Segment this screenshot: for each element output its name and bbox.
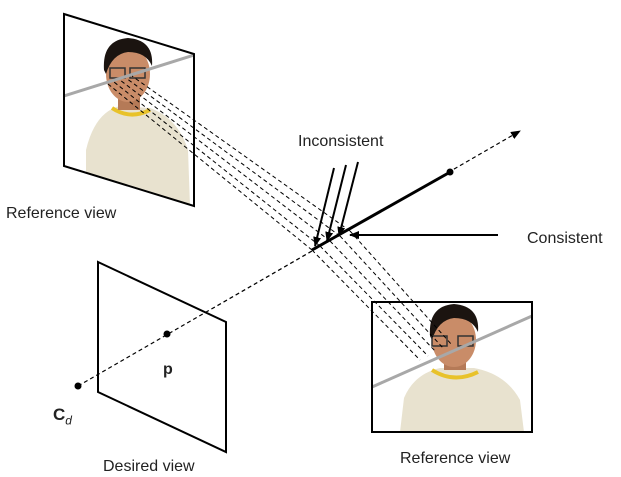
camera-cd-label: Cd (53, 405, 72, 427)
reference-view-bottom-frame (371, 301, 533, 433)
viewing-ray (77, 130, 521, 387)
reference-view-bottom-label: Reference view (400, 450, 511, 467)
inconsistent-arrows (313, 161, 359, 247)
inconsistent-label: Inconsistent (298, 133, 384, 150)
camera-c-text: C (53, 405, 66, 424)
pixel-point-p (163, 330, 171, 338)
reference-view-top-frame (63, 12, 195, 208)
consistent-label: Consistent (527, 230, 603, 247)
person-face-bottom (432, 313, 476, 367)
desired-view-label: Desired view (103, 458, 195, 475)
camera-center-cd (74, 382, 82, 390)
ray-point-far (446, 168, 454, 176)
consistent-segment (311, 169, 453, 252)
person-face (106, 46, 150, 102)
desired-view-frame (97, 260, 227, 454)
projection-rays-bottom (311, 230, 453, 361)
reference-view-top-label: Reference view (6, 205, 117, 222)
camera-sub-text: d (65, 413, 72, 428)
point-p-label: p (163, 361, 173, 378)
projection-rays-top (107, 75, 351, 251)
